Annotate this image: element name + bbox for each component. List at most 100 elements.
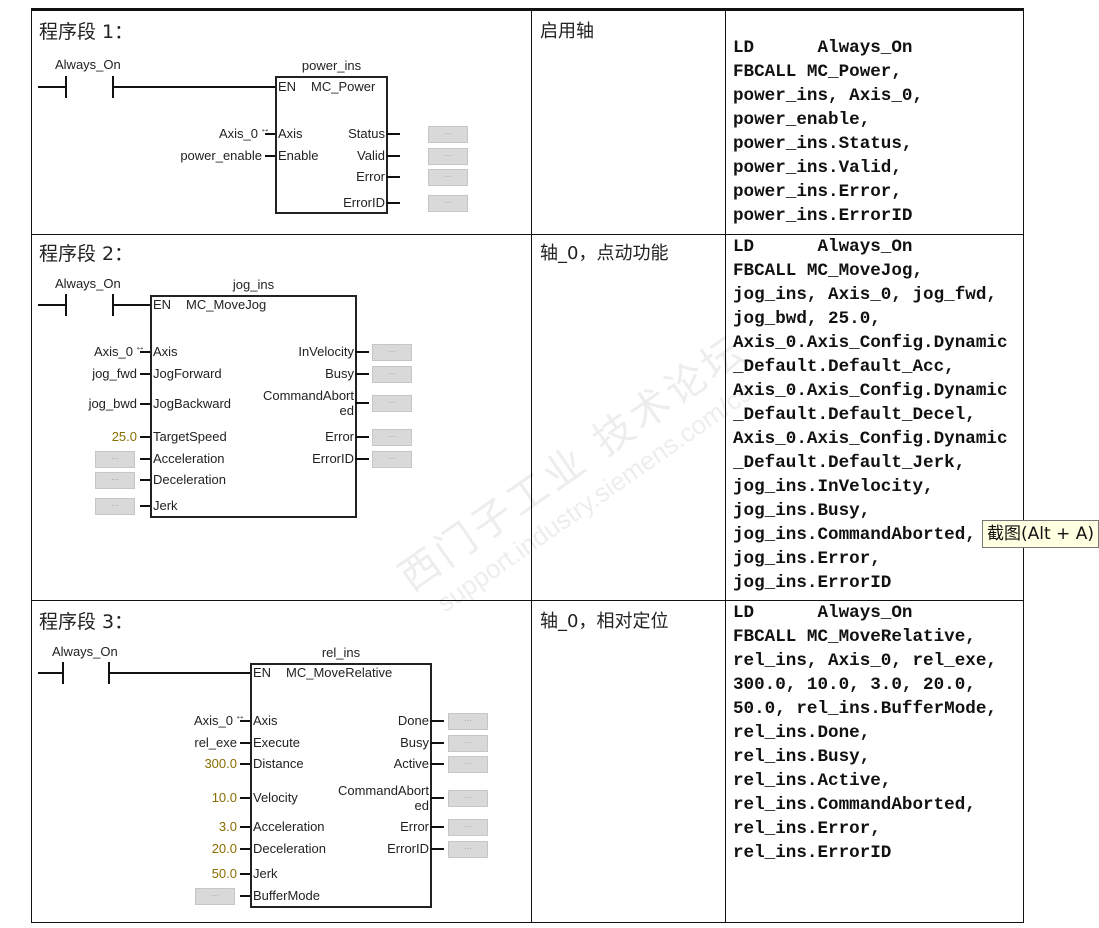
input-value-velocity[interactable]: 10.0	[211, 790, 237, 805]
output-placeholder-slot[interactable]: ···	[428, 195, 468, 212]
contact-label: Always_On	[52, 644, 118, 659]
instance-name: jog_ins	[232, 277, 275, 292]
input-pin-execute: Execute	[253, 735, 300, 750]
input-value-acceleration[interactable]: 3.0	[218, 819, 237, 834]
output-pin-errorid: ErrorID	[312, 451, 354, 466]
input-placeholder-slot[interactable]: ···	[95, 472, 135, 489]
input-pin-deceleration: Deceleration	[153, 472, 226, 487]
output-placeholder-slot[interactable]: ···	[428, 126, 468, 143]
output-placeholder-slot[interactable]: ···	[448, 790, 488, 807]
input-pin-targetspeed: TargetSpeed	[153, 429, 227, 444]
output-placeholder-slot[interactable]: ···	[448, 735, 488, 752]
contact-bar-left	[65, 76, 67, 98]
input-wire	[240, 848, 250, 850]
reference-arrow-icon: ↔	[135, 342, 145, 353]
table-border-left	[31, 8, 32, 923]
input-value-distance[interactable]: 300.0	[204, 756, 237, 771]
function-block-MC_Power[interactable]	[275, 76, 388, 214]
fb-type-name: MC_Power	[311, 79, 376, 94]
input-pin-velocity: Velocity	[253, 790, 298, 805]
output-placeholder-slot[interactable]: ···	[448, 756, 488, 773]
input-value-axis[interactable]: Axis_0	[218, 126, 258, 141]
output-pin-active: Active	[393, 756, 429, 771]
network-title: 程序段 3：	[39, 611, 134, 633]
output-wire	[386, 155, 400, 157]
input-placeholder-slot[interactable]: ···	[95, 498, 135, 515]
input-value-enable[interactable]: power_enable	[180, 148, 262, 163]
instance-name: power_ins	[301, 58, 362, 73]
network-comment: 轴_0，相对定位	[540, 611, 669, 632]
power-rail-wire	[38, 86, 65, 88]
output-pin-errorid: ErrorID	[343, 195, 385, 210]
input-pin-jerk: Jerk	[153, 498, 178, 513]
input-value-jogbackward[interactable]: jog_bwd	[88, 396, 137, 411]
output-placeholder-slot[interactable]: ···	[428, 148, 468, 165]
output-wire	[430, 848, 444, 850]
output-placeholder-slot[interactable]: ···	[448, 713, 488, 730]
output-wire	[355, 402, 369, 404]
network-title: 程序段 2：	[39, 243, 134, 265]
input-value-jogforward[interactable]: jog_fwd	[92, 366, 137, 381]
input-pin-jerk: Jerk	[253, 866, 278, 881]
output-wire	[386, 133, 400, 135]
input-wire	[140, 505, 150, 507]
input-value-axis[interactable]: Axis_0	[193, 713, 233, 728]
output-placeholder-slot[interactable]: ···	[428, 169, 468, 186]
output-wire	[430, 763, 444, 765]
function-block-MC_MoveJog[interactable]	[150, 295, 357, 518]
input-pin-enable: Enable	[278, 148, 319, 163]
fb-type-name: MC_MoveRelative	[286, 665, 393, 680]
table-divider-1	[531, 8, 532, 923]
network-comment: 轴_0，点动功能	[540, 243, 669, 264]
table-bottom-border	[31, 922, 1024, 923]
input-wire	[140, 351, 150, 353]
input-value-targetspeed[interactable]: 25.0	[111, 429, 137, 444]
input-pin-axis: Axis	[253, 713, 278, 728]
en-pin: EN	[153, 297, 172, 312]
function-block-MC_MoveRelative[interactable]	[250, 663, 432, 908]
output-placeholder-slot[interactable]: ···	[372, 344, 412, 361]
output-wire	[386, 176, 400, 178]
input-value-axis[interactable]: Axis_0	[93, 344, 133, 359]
table-top-border	[31, 8, 1024, 11]
stl-code: LD Always_On FBCALL MC_Power, power_ins,…	[733, 38, 924, 226]
output-pin-valid: Valid	[357, 148, 385, 163]
input-wire	[265, 133, 275, 135]
screenshot-tooltip: 截图(Alt + A)	[982, 520, 1099, 548]
output-placeholder-slot[interactable]: ···	[372, 429, 412, 446]
table-divider-2	[725, 8, 726, 923]
output-placeholder-slot[interactable]: ···	[372, 395, 412, 412]
input-pin-acceleration: Acceleration	[253, 819, 325, 834]
output-wire	[430, 720, 444, 722]
output-pin-error: Error	[400, 819, 429, 834]
output-wire	[430, 826, 444, 828]
stl-code: LD Always_On FBCALL MC_MoveRelative, rel…	[733, 603, 997, 863]
output-placeholder-slot[interactable]: ···	[448, 841, 488, 858]
input-wire	[140, 373, 150, 375]
output-wire	[386, 202, 400, 204]
output-placeholder-slot[interactable]: ···	[372, 451, 412, 468]
output-placeholder-slot[interactable]: ···	[372, 366, 412, 383]
contact-bar-left	[62, 662, 64, 684]
input-value-execute[interactable]: rel_exe	[194, 735, 237, 750]
input-pin-axis: Axis	[153, 344, 178, 359]
input-wire	[240, 895, 250, 897]
input-value-jerk[interactable]: 50.0	[211, 866, 237, 881]
en-wire	[112, 304, 150, 306]
input-wire	[240, 763, 250, 765]
input-pin-distance: Distance	[253, 756, 304, 771]
input-placeholder-slot[interactable]: ···	[95, 451, 135, 468]
fb-type-name: MC_MoveJog	[186, 297, 267, 312]
watermark: 西门子工业 技术论坛 support.industry.siemens.com/…	[385, 318, 774, 628]
input-value-deceleration[interactable]: 20.0	[211, 841, 237, 856]
watermark-line1: 西门子工业 技术论坛	[390, 326, 756, 601]
power-rail-wire	[38, 672, 62, 674]
output-placeholder-slot[interactable]: ···	[448, 819, 488, 836]
input-pin-buffermode: BufferMode	[253, 888, 320, 903]
input-placeholder-slot[interactable]: ···	[195, 888, 235, 905]
input-wire	[140, 403, 150, 405]
output-pin-commandaborted: CommandAborted	[337, 783, 429, 813]
output-wire	[355, 436, 369, 438]
input-wire	[240, 873, 250, 875]
input-wire	[265, 155, 275, 157]
